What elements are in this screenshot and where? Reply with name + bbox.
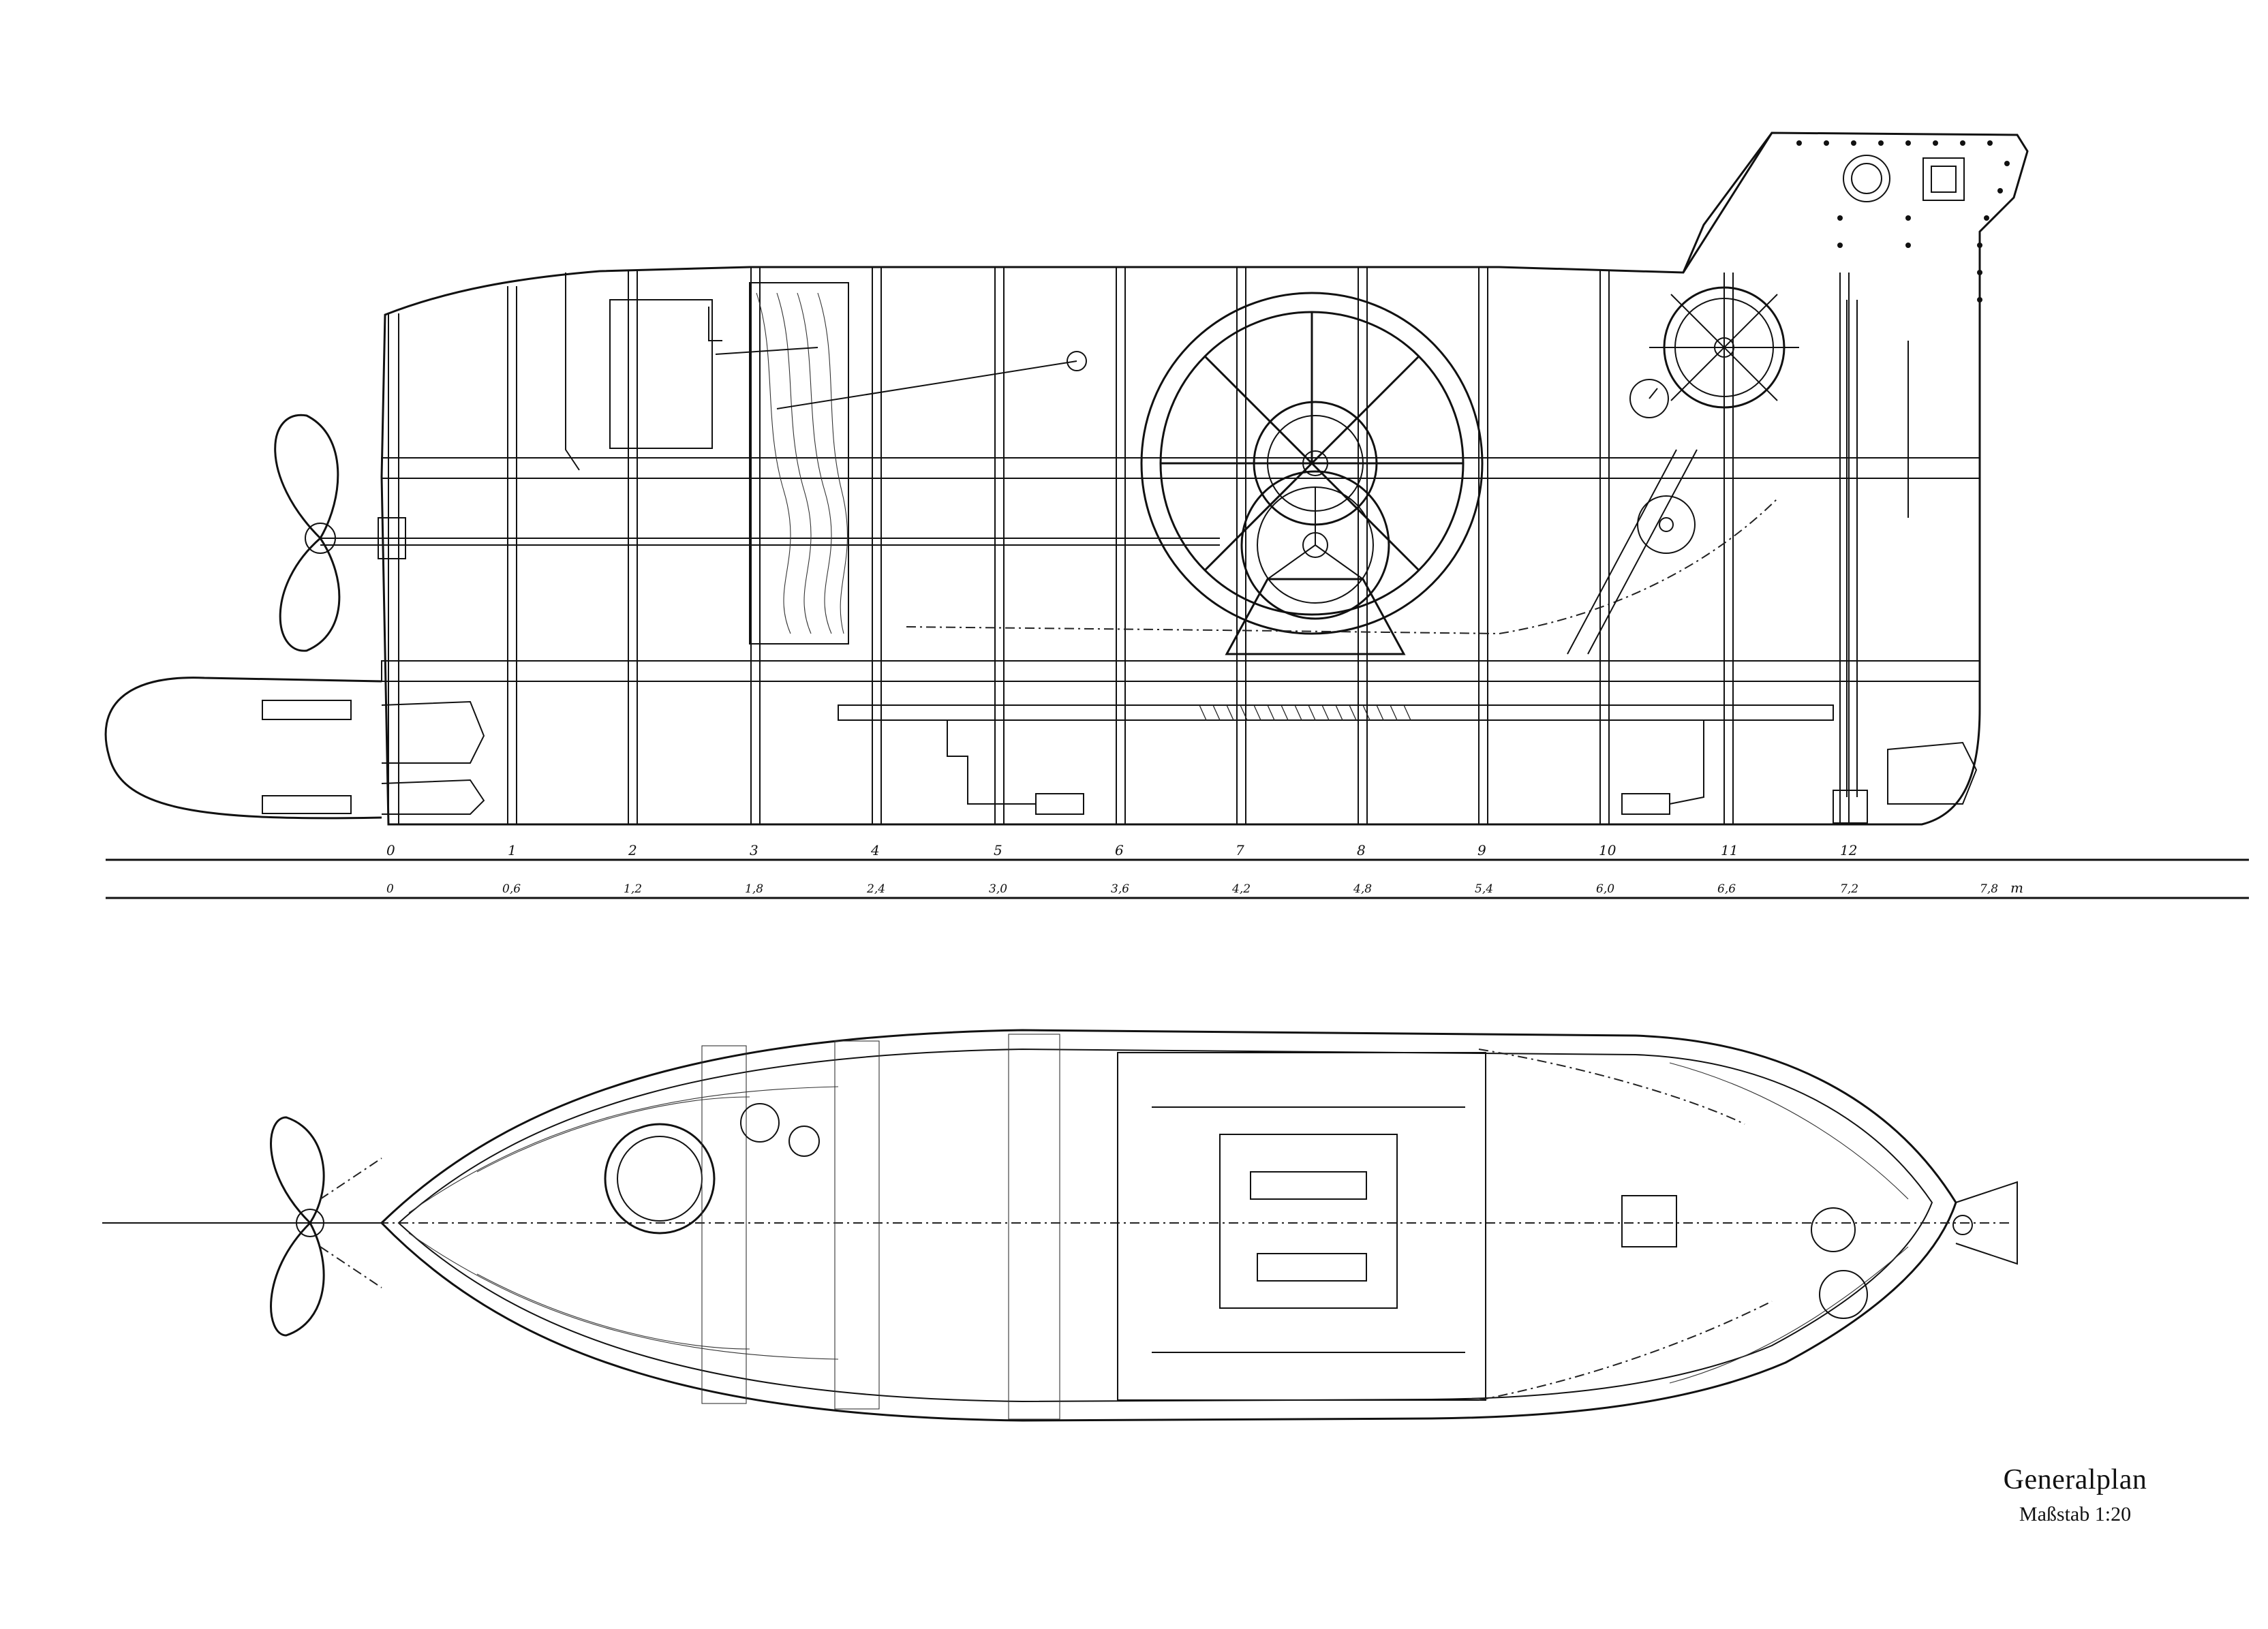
frame-label: 12 xyxy=(1840,842,1857,858)
drawing-scale: Maßstab 1:20 xyxy=(2019,1503,2132,1525)
hull-outline xyxy=(380,131,2029,826)
keel-weight xyxy=(1833,790,1868,824)
metre-tick: 4,8 xyxy=(1353,882,1372,896)
frame-label: 11 xyxy=(1721,842,1738,858)
bilge-pump-aft xyxy=(1035,793,1084,815)
title-block: Generalplan Maßstab 1:20 xyxy=(1976,1463,2174,1526)
frame-label: 9 xyxy=(1477,842,1486,858)
frame-label: 7 xyxy=(1236,842,1244,858)
plan-worm-box xyxy=(1621,1195,1677,1247)
plan-hull-inner xyxy=(397,1048,1933,1403)
plan-wheel-fwd xyxy=(1811,1207,1856,1252)
metre-tick: 3,0 xyxy=(989,882,1007,896)
lever-knob xyxy=(1067,351,1087,371)
side-elevation xyxy=(104,131,2249,899)
metre-tick: 6,6 xyxy=(1717,882,1736,896)
valve-linkage xyxy=(715,347,818,355)
metre-tick: 5,4 xyxy=(1475,882,1493,896)
plan-engine-frame xyxy=(1117,1052,1486,1401)
plan-chain-lower xyxy=(1478,1301,1773,1401)
rivet-row xyxy=(1796,140,2010,302)
metre-tick: 7,8 xyxy=(1980,882,1998,896)
metre-unit: m xyxy=(2010,880,2023,896)
plan-planking xyxy=(408,1034,1909,1420)
frame-label: 4 xyxy=(870,842,880,858)
lower-beam xyxy=(381,660,1980,682)
plan-hatch xyxy=(604,1123,716,1235)
porthole-1 xyxy=(1843,155,1890,202)
chain-wheel-hub xyxy=(1659,517,1674,532)
steering-wheel xyxy=(1649,273,1799,422)
drive-chain xyxy=(906,497,1779,635)
plan-pulley-2 xyxy=(788,1126,820,1157)
tank-valve xyxy=(708,307,722,341)
bow-dashed-outline xyxy=(1955,1181,2018,1265)
pressure-gauge xyxy=(1629,379,1669,418)
metre-tick: 6,0 xyxy=(1596,882,1614,896)
metre-tick: 4,2 xyxy=(1231,882,1251,896)
control-lever xyxy=(776,360,1077,409)
rudder-plate xyxy=(381,700,485,764)
air-tank xyxy=(609,299,713,449)
upper-beam xyxy=(381,457,1980,479)
porthole-1-glass xyxy=(1851,163,1882,194)
plan-view xyxy=(102,1029,2018,1422)
metre-tick: 1,2 xyxy=(624,882,642,896)
metre-tick: 0,6 xyxy=(502,882,521,896)
conning-tower xyxy=(1682,132,1773,273)
hatch-window xyxy=(1922,157,1965,201)
frame-number-labels: 0 1 2 3 4 5 6 7 8 9 10 11 12 xyxy=(386,842,1857,858)
flywheel xyxy=(1140,292,1484,635)
plan-gearbox xyxy=(1219,1134,1398,1309)
bilge-pump-fwd xyxy=(1621,793,1670,815)
frame-label: 1 xyxy=(508,842,517,858)
plan-hatch-inner xyxy=(617,1136,703,1222)
frame-label: 8 xyxy=(1357,842,1366,858)
rudder-fitting-upper xyxy=(262,700,352,720)
metre-tick: 0 xyxy=(386,882,394,896)
frame-label: 5 xyxy=(994,842,1002,858)
frame-label: 3 xyxy=(750,842,758,858)
bilge-pipe-aft xyxy=(947,720,1036,805)
frame-label: 2 xyxy=(628,842,637,858)
worm-shaft xyxy=(838,704,1834,721)
stern-propeller xyxy=(274,414,406,652)
metre-tick: 3,6 xyxy=(1111,882,1129,896)
rudder-plate-lower xyxy=(381,779,485,815)
chain-wheel xyxy=(1637,495,1696,554)
hatch-window-inner xyxy=(1931,166,1957,193)
metre-tick: 7,2 xyxy=(1840,882,1858,896)
air-pipe xyxy=(565,273,580,471)
rudder xyxy=(104,677,382,820)
wood-grain xyxy=(756,292,848,634)
ladder xyxy=(1567,449,1698,655)
plan-chain-stern xyxy=(320,1158,382,1288)
plan-gear-lower xyxy=(1257,1253,1367,1282)
plan-chain-upper xyxy=(1478,1049,1745,1125)
plan-wheel-aft xyxy=(1819,1270,1868,1319)
frame-label: 6 xyxy=(1115,842,1124,858)
crank-frame xyxy=(1225,578,1406,655)
gauge-needle xyxy=(1649,388,1658,399)
wood-bulkhead xyxy=(749,282,849,645)
bow-tip xyxy=(1952,1215,1973,1235)
plan-gear-upper xyxy=(1250,1171,1367,1200)
metre-scale-labels: 0 0,6 1,2 1,8 2,4 3,0 3,6 4,2 4,8 5,4 6,… xyxy=(386,880,2023,896)
frame-label: 0 xyxy=(386,842,395,858)
plan-pulley xyxy=(740,1103,780,1143)
bow-plate xyxy=(1887,741,1978,805)
worm-thread xyxy=(1199,704,1411,721)
frames xyxy=(388,267,1850,824)
crank-gear-lower xyxy=(1240,470,1390,620)
frame-label: 10 xyxy=(1599,842,1616,858)
rudder-fitting-lower xyxy=(262,795,352,814)
plan-hull-outline xyxy=(380,1029,1957,1422)
plan-propeller xyxy=(102,1116,382,1337)
metre-tick: 1,8 xyxy=(745,882,763,896)
bilge-pipe-fwd xyxy=(1669,720,1704,805)
metre-tick: 2,4 xyxy=(866,882,885,896)
drawing-title: Generalplan xyxy=(2003,1464,2147,1495)
